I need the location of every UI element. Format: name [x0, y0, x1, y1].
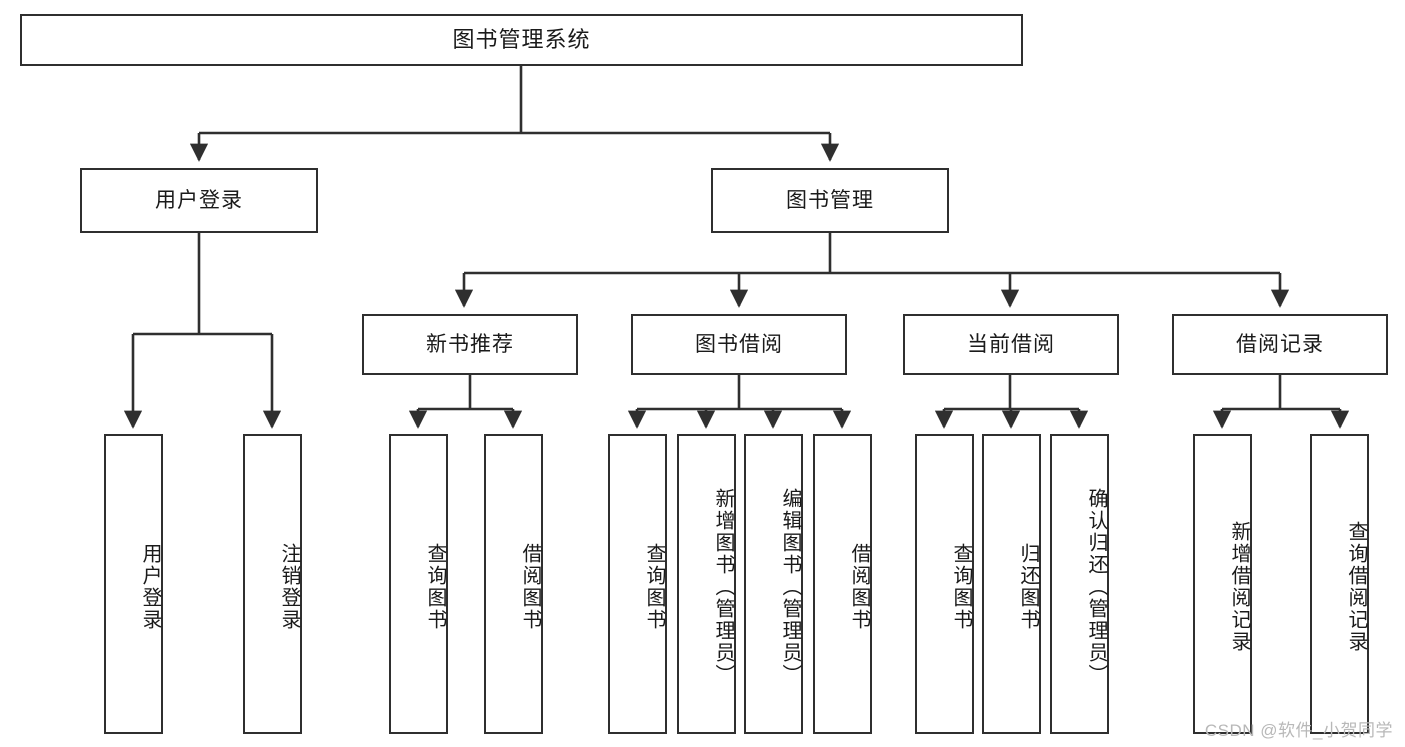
- node-label: 图书管理: [786, 188, 874, 212]
- node-new-book-rec[interactable]: 新书推荐: [362, 314, 578, 375]
- leaf-edit-book[interactable]: 编辑图书（管理员）: [744, 434, 803, 734]
- leaf-return-book[interactable]: 归还图书: [982, 434, 1041, 734]
- node-label: 借阅图书: [848, 543, 870, 631]
- node-label: 查询图书: [950, 543, 972, 631]
- node-label: 注销登录: [278, 543, 300, 631]
- leaf-query-book-1[interactable]: 查询图书: [389, 434, 448, 734]
- node-book-manage[interactable]: 图书管理: [711, 168, 949, 233]
- leaf-add-book[interactable]: 新增图书（管理员）: [677, 434, 736, 734]
- node-label: 图书管理系统: [452, 26, 591, 52]
- leaf-query-book-3[interactable]: 查询图书: [915, 434, 974, 734]
- leaf-query-book-2[interactable]: 查询图书: [608, 434, 667, 734]
- leaf-borrow-book-2[interactable]: 借阅图书: [813, 434, 872, 734]
- leaf-query-record[interactable]: 查询借阅记录: [1310, 434, 1369, 734]
- node-label: 用户登录: [139, 543, 161, 631]
- node-root-system[interactable]: 图书管理系统: [20, 14, 1023, 66]
- node-borrow-record[interactable]: 借阅记录: [1172, 314, 1388, 375]
- leaf-borrow-book-1[interactable]: 借阅图书: [484, 434, 543, 734]
- node-label: 借阅图书: [519, 543, 541, 631]
- leaf-add-record[interactable]: 新增借阅记录: [1193, 434, 1252, 734]
- node-book-borrow[interactable]: 图书借阅: [631, 314, 847, 375]
- node-label: 归还图书: [1017, 543, 1039, 631]
- node-label: 确认归还（管理员）: [1085, 488, 1107, 686]
- node-label: 查询图书: [643, 543, 665, 631]
- node-label: 新增借阅记录: [1228, 521, 1250, 653]
- node-label: 查询图书: [424, 543, 446, 631]
- node-label: 新增图书（管理员）: [712, 488, 734, 686]
- watermark: CSDN @软件_小贺同学: [1204, 721, 1393, 740]
- node-label: 图书借阅: [695, 332, 783, 356]
- leaf-user-login[interactable]: 用户登录: [104, 434, 163, 734]
- leaf-logout-login[interactable]: 注销登录: [243, 434, 302, 734]
- node-user-login[interactable]: 用户登录: [80, 168, 318, 233]
- node-label: 新书推荐: [426, 332, 514, 356]
- leaf-confirm-return[interactable]: 确认归还（管理员）: [1050, 434, 1109, 734]
- node-label: 编辑图书（管理员）: [779, 488, 801, 686]
- node-label: 当前借阅: [967, 332, 1055, 356]
- node-label: 借阅记录: [1236, 332, 1324, 356]
- node-label: 用户登录: [155, 188, 243, 212]
- node-current-borrow[interactable]: 当前借阅: [903, 314, 1119, 375]
- node-label: 查询借阅记录: [1345, 521, 1367, 653]
